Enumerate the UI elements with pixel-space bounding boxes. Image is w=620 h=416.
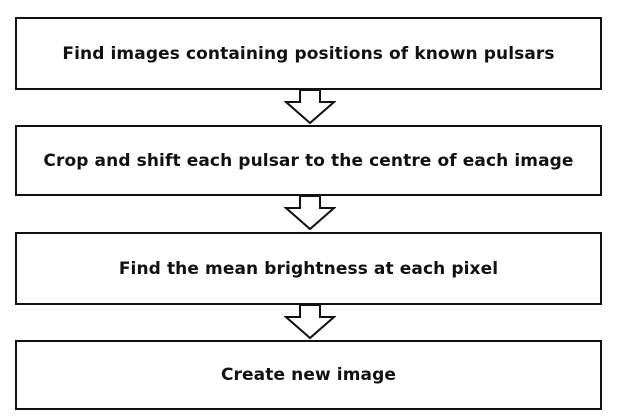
down-arrow-icon: [284, 304, 336, 340]
step-box-create-image: Create new image: [15, 340, 602, 410]
down-arrow-icon: [284, 195, 336, 231]
down-arrow-icon: [284, 89, 336, 125]
step-box-find-images: Find images containing positions of know…: [15, 17, 602, 90]
step-label: Find the mean brightness at each pixel: [118, 258, 499, 279]
step-label: Find images containing positions of know…: [62, 43, 555, 64]
step-box-crop-shift: Crop and shift each pulsar to the centre…: [15, 125, 602, 196]
step-box-mean-brightness: Find the mean brightness at each pixel: [15, 232, 602, 305]
step-label: Create new image: [220, 365, 396, 385]
step-label: Crop and shift each pulsar to the centre…: [43, 150, 574, 171]
